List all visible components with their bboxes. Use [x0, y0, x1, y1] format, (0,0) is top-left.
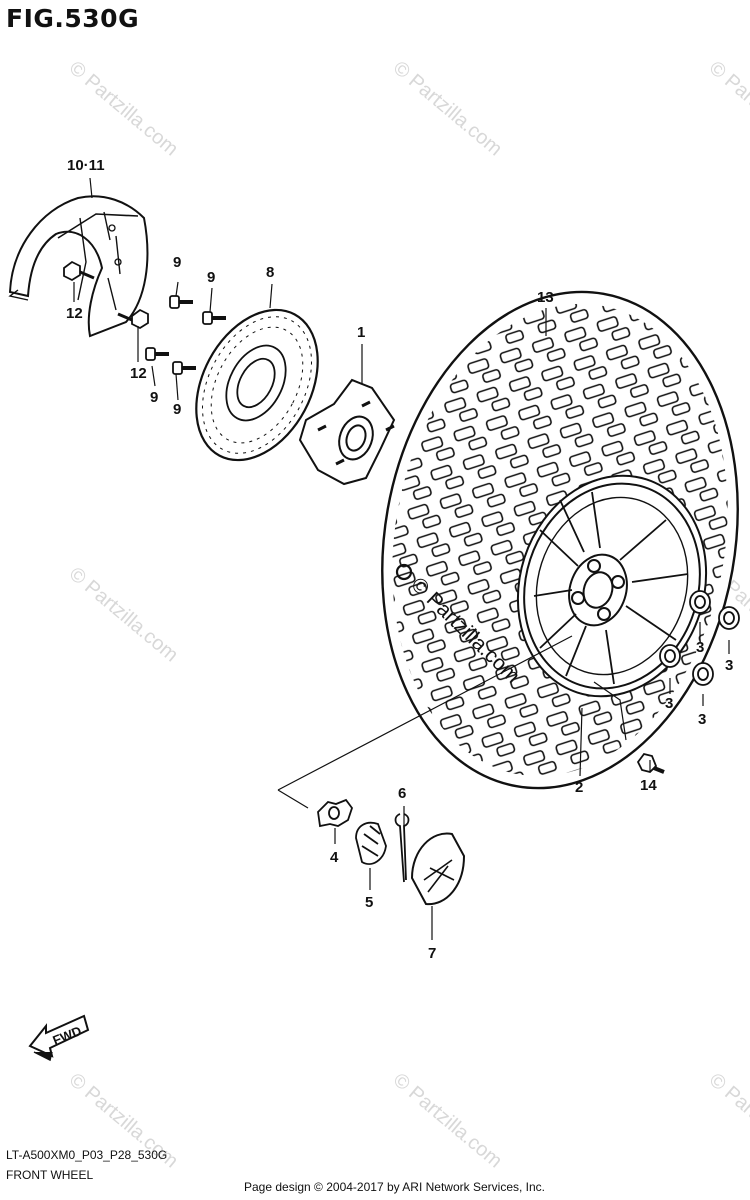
tire-valve — [636, 752, 665, 774]
brake-disc — [195, 308, 319, 462]
fwd-arrow: FWD — [28, 1014, 90, 1062]
wheel-nut — [659, 644, 681, 668]
callout-label: 9 — [207, 269, 216, 286]
copyright-notice: Page design © 2004-2017 by ARI Network S… — [244, 1180, 546, 1194]
watermark: © Partzilla.com — [389, 1069, 506, 1172]
callout-label: 14 — [640, 777, 657, 794]
callout-label: 9 — [173, 254, 182, 271]
figure-title: FIG.530G — [6, 4, 140, 33]
callout-label: 10·11 — [67, 157, 105, 174]
cover-bolt — [117, 308, 149, 330]
callout-label: 5 — [365, 894, 374, 911]
callout-label: 2 — [575, 779, 584, 796]
callout-label: 7 — [428, 945, 437, 962]
callout-label: 6 — [398, 785, 407, 802]
watermark: © Partzilla.com — [65, 57, 182, 160]
leader-lines — [73, 177, 730, 940]
watermark: © Partzilla.com — [705, 1069, 750, 1172]
watermark: © Partzilla.com — [65, 563, 182, 666]
wheel-nut — [718, 606, 740, 630]
callout-label: 3 — [725, 657, 734, 674]
castle-nut — [355, 821, 387, 865]
callout-label: 12 — [66, 305, 83, 322]
watermark: © Partzilla.com — [705, 57, 750, 160]
callout-label: 8 — [266, 264, 275, 281]
watermark: © Partzilla.com — [389, 57, 506, 160]
tire — [381, 290, 739, 790]
figure-caption: FRONT WHEEL — [6, 1168, 94, 1182]
wheel-nut — [689, 590, 711, 614]
callout-label: 3 — [696, 639, 705, 656]
washer — [317, 798, 354, 828]
disc-bolt — [145, 347, 169, 361]
disc-bolt — [202, 311, 226, 325]
callout-label: 4 — [330, 849, 339, 866]
callout-label: 13 — [537, 289, 554, 306]
hub-cap — [410, 832, 466, 906]
wheel-hub — [298, 378, 396, 486]
cotter-pin — [394, 813, 410, 883]
wheel-rim — [395, 482, 701, 690]
figure-code: LT-A500XM0_P03_P28_530G — [6, 1148, 168, 1162]
callout-label: 12 — [130, 365, 147, 382]
disc-bolt — [169, 295, 193, 309]
fwd-label: FWD — [50, 1023, 83, 1048]
callout-label: 3 — [698, 711, 707, 728]
cover-bolt — [63, 260, 95, 282]
wheel-nut — [692, 662, 714, 686]
callout-label: 3 — [665, 695, 674, 712]
callout-label: 1 — [357, 324, 366, 341]
disc-bolt — [172, 361, 196, 375]
callout-label: 9 — [173, 401, 182, 418]
callout-label: 9 — [150, 389, 159, 406]
